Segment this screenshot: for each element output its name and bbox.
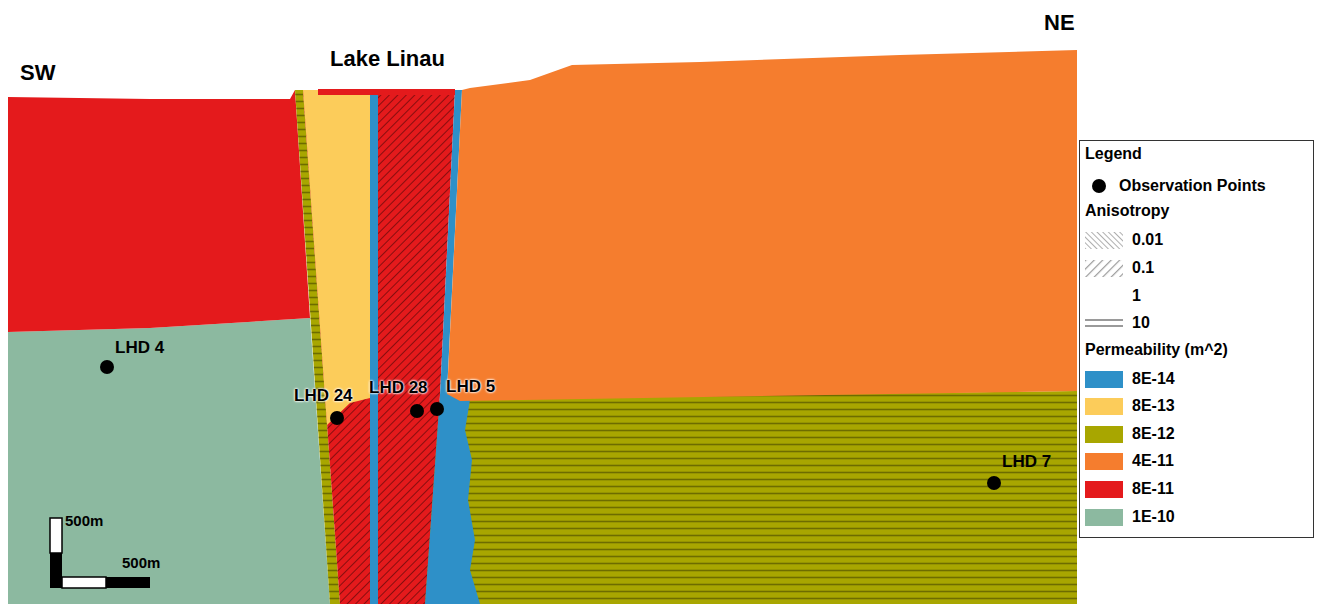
permeability-unit [447, 50, 1077, 401]
legend-swatch [1085, 426, 1123, 443]
anisotropy-hatch [420, 391, 1077, 604]
scale-label: 500m [122, 554, 160, 572]
legend-frame [1080, 141, 1314, 538]
anisotropy-hatch [303, 90, 370, 604]
direction-label: NE [1044, 10, 1075, 36]
legend-sample [1085, 260, 1123, 277]
legend-entry: 8E-13 [1085, 395, 1175, 417]
scale-bar [106, 577, 150, 588]
fault-zone [370, 90, 378, 604]
legend-entry: 8E-11 [1085, 478, 1174, 500]
legend-text: 0.01 [1132, 230, 1163, 249]
lake-strip [318, 89, 455, 95]
legend-sample [1085, 177, 1115, 195]
observation-label: LHD 24 [294, 386, 353, 406]
legend-sample [1085, 288, 1123, 305]
legend-text: 1 [1132, 286, 1141, 305]
legend-text: 1E-10 [1132, 507, 1175, 526]
observation-point [100, 360, 114, 374]
observation-label: LHD 7 [1002, 452, 1051, 472]
legend-heading: Anisotropy [1085, 201, 1169, 220]
legend-swatch [1085, 481, 1123, 498]
permeability-unit [420, 391, 1077, 604]
legend-entry: 8E-12 [1085, 423, 1175, 445]
legend-entry: 0.01 [1085, 229, 1163, 251]
legend-text: 8E-14 [1132, 369, 1175, 388]
legend-entry: 1 [1085, 285, 1141, 307]
anisotropy-sample [1085, 315, 1123, 332]
direction-label: SW [20, 60, 55, 86]
anisotropy-sample [1085, 260, 1123, 277]
permeability-unit [8, 90, 310, 332]
legend-entry: Observation Points [1085, 175, 1266, 197]
observation-point-sample [1092, 179, 1106, 193]
legend-swatch [1085, 453, 1123, 470]
observation-point [987, 476, 1001, 490]
scale-bar [50, 518, 62, 553]
legend-entry: 4E-11 [1085, 450, 1174, 472]
scale-bar [50, 553, 62, 588]
legend-text: 4E-11 [1132, 451, 1174, 470]
legend-sample [1085, 232, 1123, 249]
legend-entry: 10 [1085, 312, 1150, 334]
permeability-unit [303, 90, 370, 425]
legend-heading: Permeability (m^2) [1085, 340, 1228, 359]
observation-label: LHD 4 [115, 338, 164, 358]
anisotropy-sample [1085, 232, 1123, 249]
legend-text: 8E-11 [1132, 479, 1174, 498]
scale-label: 500m [65, 512, 103, 530]
scale-bar [62, 577, 106, 588]
legend-swatch [1085, 371, 1123, 388]
permeability-unit [8, 318, 330, 604]
legend-swatch [1085, 398, 1123, 415]
legend-text: 0.1 [1132, 258, 1154, 277]
fault-zone [303, 90, 370, 604]
legend-entry: 1E-10 [1085, 506, 1175, 528]
legend-text: Observation Points [1119, 176, 1266, 195]
observation-point [330, 411, 344, 425]
legend-text: 8E-12 [1132, 424, 1175, 443]
legend-entry: 8E-14 [1085, 368, 1175, 390]
observation-point [410, 404, 424, 418]
legend-text: 8E-13 [1132, 396, 1175, 415]
legend-text: 10 [1132, 313, 1150, 332]
observation-label: LHD 5 [446, 377, 495, 397]
observation-point [430, 402, 444, 416]
legend-sample [1085, 315, 1123, 332]
observation-label: LHD 28 [369, 378, 428, 398]
lake-name: Lake Linau [330, 46, 445, 72]
legend-heading: Legend [1085, 144, 1142, 163]
legend-entry: 0.1 [1085, 257, 1154, 279]
legend-swatch [1085, 509, 1123, 526]
